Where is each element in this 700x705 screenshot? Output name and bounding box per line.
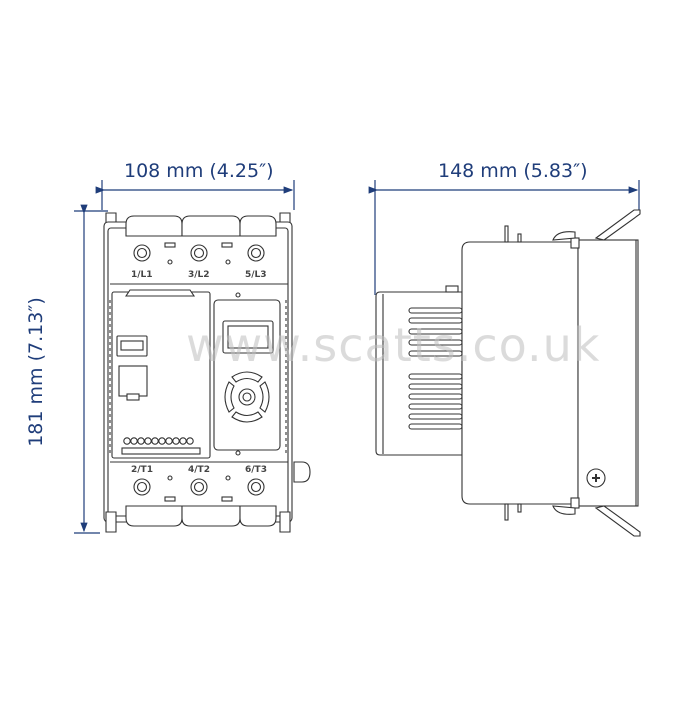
watermark: www.scatts.co.uk	[186, 318, 601, 372]
terminal-label: 6/T3	[245, 465, 267, 475]
terminal-label: 2/T1	[131, 465, 153, 475]
terminal-label: 3/L2	[188, 270, 210, 280]
terminal-labels: 1/L1 3/L2 5/L3 2/T1 4/T2 6/T3	[131, 270, 267, 475]
control-terminal-block	[121, 437, 201, 455]
terminal-screws-top	[133, 242, 265, 265]
terminal-label: 5/L3	[245, 270, 267, 280]
terminal-label: 1/L1	[131, 270, 153, 280]
side-view	[375, 209, 641, 537]
height-dimension-label: 181 mm (7.13″)	[25, 297, 47, 447]
navigation-keypad	[224, 371, 270, 423]
dimension-width	[95, 180, 295, 210]
front-view	[103, 212, 311, 533]
dimension-height	[74, 204, 108, 534]
depth-dimension-label: 148 mm (5.83″)	[438, 160, 588, 182]
dimension-depth	[368, 180, 640, 295]
width-dimension-label: 108 mm (4.25″)	[124, 160, 274, 182]
terminal-label: 4/T2	[188, 465, 210, 475]
terminal-screws-bottom	[133, 475, 265, 502]
rj45-port	[118, 365, 148, 397]
side-vents	[109, 300, 287, 456]
